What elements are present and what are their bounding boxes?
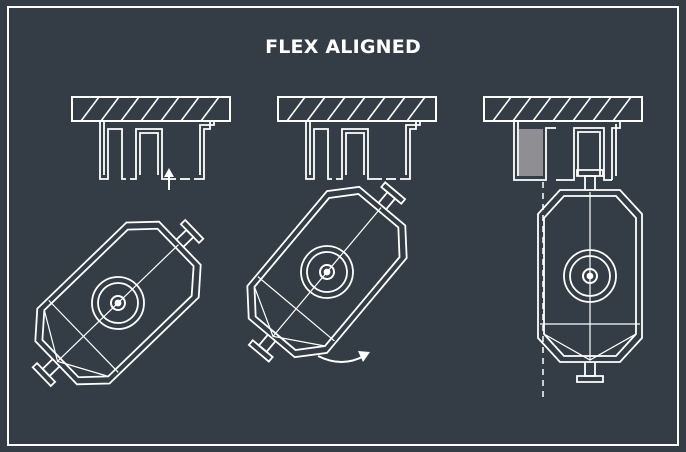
carrier-aligned: [537, 169, 643, 383]
mount-bar-2: [277, 96, 437, 122]
carrier-tilted-2: [218, 156, 436, 388]
rail-profile-1: [99, 120, 215, 180]
outer-frame: [7, 6, 679, 446]
mount-bar-3: [483, 96, 643, 122]
rail-profile-2: [305, 120, 421, 180]
diagram-title: FLEX ALIGNED: [265, 36, 421, 58]
rail-profile-3: [513, 121, 621, 181]
up-arrow-icon: [164, 168, 174, 190]
step-2-rotate: [218, 96, 437, 388]
curved-arrow-icon: [317, 351, 370, 363]
carrier-tilted-1: [4, 190, 232, 416]
mount-bar-1: [71, 96, 231, 122]
alignment-slot-highlight: [519, 129, 543, 176]
step-1-approach: [4, 96, 232, 416]
step-3-aligned: [483, 96, 643, 400]
